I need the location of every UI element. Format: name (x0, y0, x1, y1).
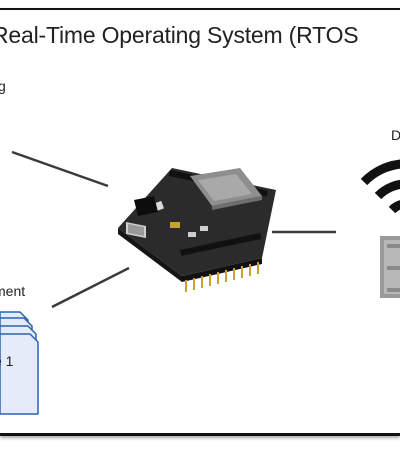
diagram-title: Real-Time Operating System (RTOS (0, 22, 359, 48)
microcontroller-board-icon (118, 168, 276, 292)
label-top-right: D (391, 127, 400, 143)
wifi-icon (360, 159, 400, 214)
seven-segment-display-icon (380, 236, 400, 298)
label-left-middle: ment (0, 283, 26, 299)
connector-line-top-left (11, 150, 109, 188)
document-stack-label: e 1 (0, 353, 14, 369)
document-stack-icon (0, 311, 39, 415)
label-top-left: g (0, 78, 6, 94)
connector-line-bottom-left (51, 266, 130, 309)
